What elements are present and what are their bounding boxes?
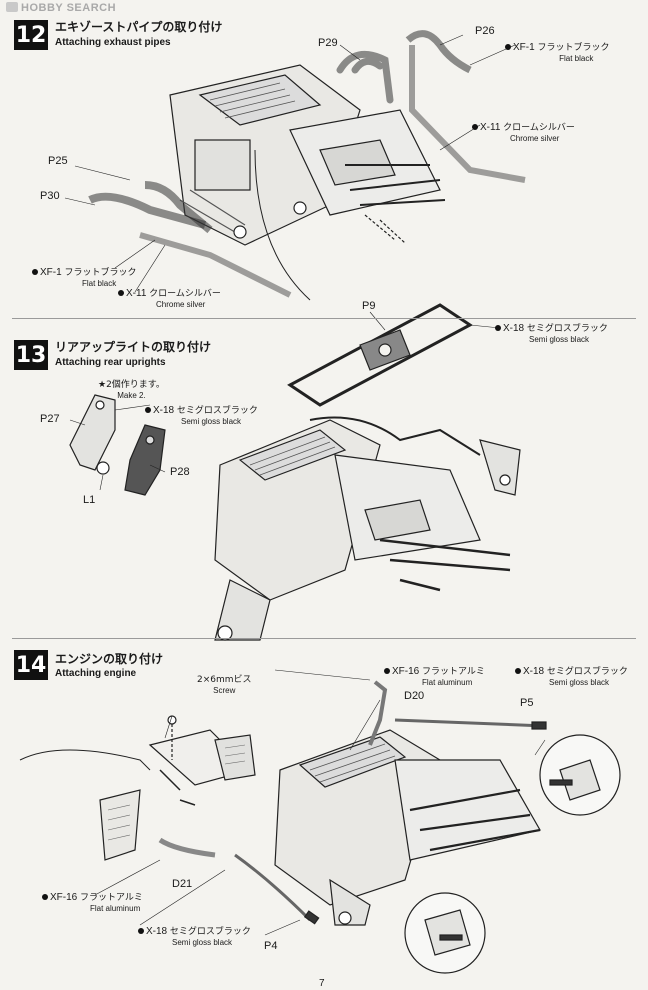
part-d21-illustration — [158, 837, 216, 858]
step-14-title-jp: エンジンの取り付け — [55, 652, 164, 666]
part-label-p28: P28 — [170, 466, 190, 478]
step-13-title-jp: リアアップライトの取り付け — [55, 340, 212, 354]
paint-dot-icon — [145, 407, 151, 413]
paint-callout-xf16-bottom: XF-16 フラットアルミ Flat aluminum — [42, 890, 143, 914]
part-label-p5: P5 — [520, 697, 534, 709]
step-number-13: 13 — [14, 340, 48, 370]
part-label-l1: L1 — [83, 494, 96, 506]
rear-upright-p28-illustration — [124, 424, 166, 496]
paint-dot-icon — [138, 928, 144, 934]
step-14-title-en: Attaching engine — [55, 668, 137, 679]
part-label-p25: P25 — [48, 155, 68, 167]
part-label-d20: D20 — [404, 690, 425, 702]
part-label-d21: D21 — [172, 878, 193, 890]
part-p5-illustration — [394, 718, 547, 730]
paint-callout-x18-top: X-18 セミグロスブラック Semi gloss black — [515, 664, 628, 688]
step-number-12: 12 — [14, 20, 48, 50]
paint-dot-icon — [118, 290, 124, 296]
paint-callout-xf16-top: XF-16 フラットアルミ Flat aluminum — [384, 664, 485, 688]
step-13-title-en: Attaching rear uprights — [55, 357, 166, 368]
paint-callout-x18-frame: X-18 セミグロスブラック Semi gloss black — [495, 321, 608, 345]
paint-dot-icon — [472, 124, 478, 130]
part-label-p26: P26 — [475, 25, 495, 37]
note-make-two: ★2個作ります。 Make 2. — [98, 380, 165, 400]
paint-callout-x11-top: X-11 クロームシルバー Chrome silver — [472, 120, 575, 144]
part-d20-illustration — [368, 680, 388, 746]
paint-dot-icon — [42, 894, 48, 900]
paint-callout-x11-bottom: X-11 クロームシルバー Chrome silver — [118, 286, 221, 310]
watermark: HOBBY SEARCH — [6, 2, 116, 14]
paint-callout-x18-bottom: X-18 セミグロスブラック Semi gloss black — [138, 924, 251, 948]
part-label-p27: P27 — [40, 413, 60, 425]
step13-frame-illustration — [287, 303, 473, 407]
paint-dot-icon — [32, 269, 38, 275]
part-label-p30: P30 — [40, 190, 60, 202]
part-l1-illustration — [96, 461, 110, 475]
paint-callout-x18-upright: X-18 セミグロスブラック Semi gloss black — [145, 403, 258, 427]
rear-upright-p27-illustration — [69, 394, 116, 471]
step12-engine-illustration — [169, 64, 446, 301]
part-label-p9: P9 — [362, 300, 376, 312]
detail-callout-bottom-illustration — [404, 892, 486, 974]
paint-dot-icon — [384, 668, 390, 674]
step14-engine-illustration — [274, 729, 541, 926]
part-label-p4: P4 — [264, 940, 278, 952]
section-divider — [12, 318, 636, 319]
step-12-title-jp: エキゾーストパイプの取り付け — [55, 20, 223, 34]
step-12-title-en: Attaching exhaust pipes — [55, 37, 171, 48]
paint-callout-xf1-top: XF-1 フラットブラック Flat black — [505, 40, 609, 64]
page-number: 7 — [319, 978, 325, 989]
part-p4-illustration — [234, 853, 320, 925]
paint-callout-xf1-bottom: XF-1 フラットブラック Flat black — [32, 265, 136, 289]
watermark-logo-icon — [6, 2, 18, 12]
section-divider — [12, 638, 636, 639]
part-label-p29: P29 — [318, 37, 338, 49]
step14-chassis-illustration — [19, 715, 256, 861]
detail-callout-top-illustration — [539, 734, 621, 816]
paint-dot-icon — [495, 325, 501, 331]
step-number-14: 14 — [14, 650, 48, 680]
paint-dot-icon — [505, 44, 511, 50]
screw-callout: 2×6mmビス Screw — [197, 675, 252, 695]
exhaust-pipe-p30-illustration — [88, 181, 292, 298]
paint-dot-icon — [515, 668, 521, 674]
step13-engine-illustration — [214, 416, 521, 641]
